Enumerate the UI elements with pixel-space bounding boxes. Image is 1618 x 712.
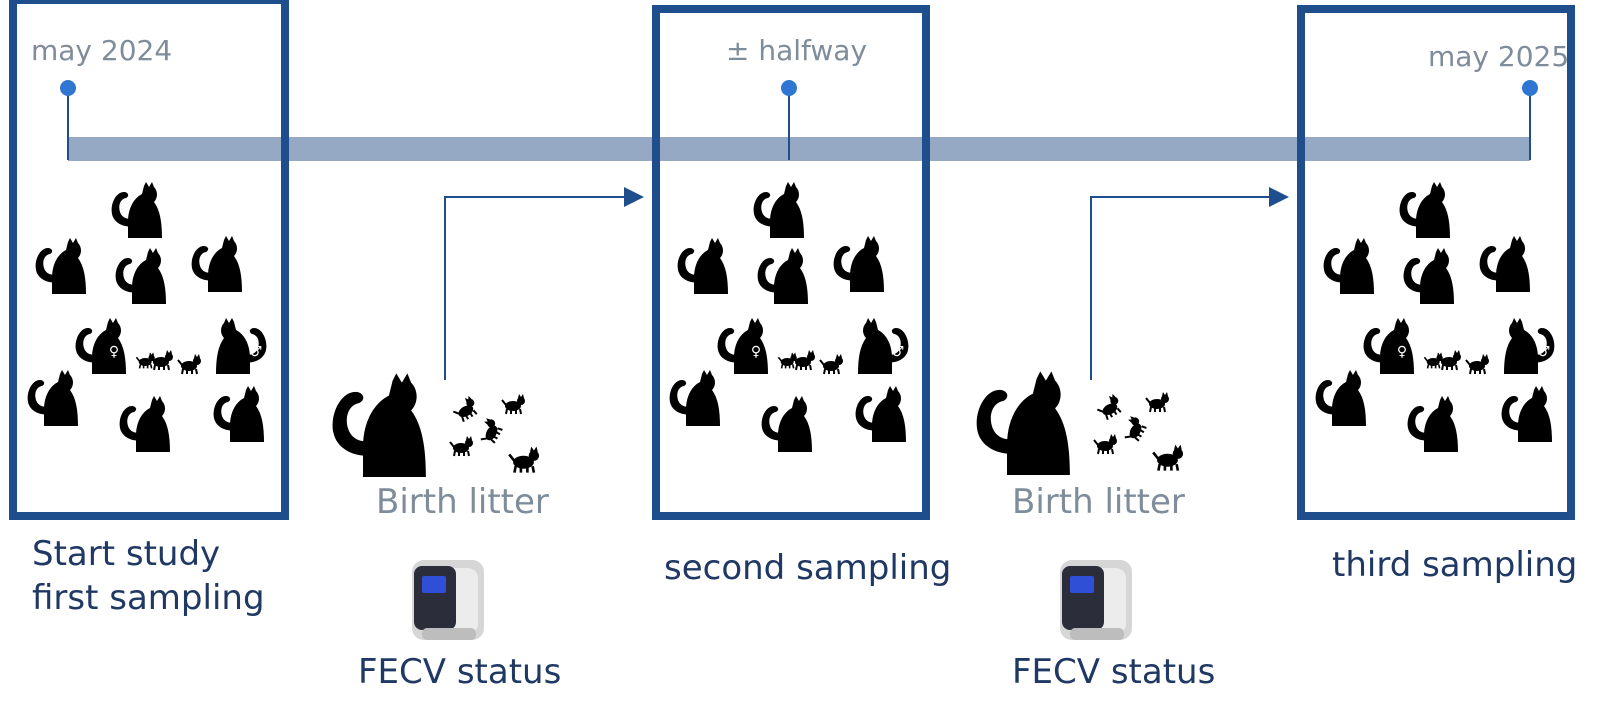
- svg-text:♀: ♀: [1397, 344, 1407, 360]
- fecv-status-label-2: FECV status: [1012, 652, 1216, 692]
- female-cat-icon: ♀: [75, 318, 126, 374]
- sampling-caption-1-line2: first sampling: [32, 578, 265, 618]
- arrow-litter-2: [1090, 187, 1289, 380]
- pcr-device-icon-2: [1060, 560, 1132, 640]
- svg-text:♀: ♀: [109, 344, 119, 360]
- sampling-box-1: [9, 0, 289, 520]
- kittens-icon: [1093, 391, 1185, 472]
- timeline-bar: [68, 137, 1530, 161]
- fecv-status-label-1: FECV status: [358, 652, 562, 692]
- kittens-icon: [449, 393, 541, 474]
- male-cat-icon: ♂: [858, 318, 909, 374]
- svg-text:♂: ♂: [892, 344, 905, 360]
- sampling-caption-2: second sampling: [664, 548, 952, 588]
- svg-text:♂: ♂: [1538, 344, 1551, 360]
- female-cat-icon: ♀: [1363, 318, 1414, 374]
- cat-colony-group-3: ♀ ♂: [1315, 182, 1555, 452]
- svg-text:♂: ♂: [250, 344, 263, 360]
- timeline-pin-start: [60, 80, 76, 96]
- date-label-mid: ± halfway: [726, 34, 868, 67]
- arrow-litter-1: [444, 187, 644, 380]
- female-cat-icon: ♀: [717, 318, 768, 374]
- sampling-caption-3: third sampling: [1332, 545, 1578, 585]
- birth-litter-group-2: [976, 371, 1185, 475]
- mother-cat-icon: [976, 371, 1070, 475]
- sampling-caption-1: Start study first sampling: [32, 532, 265, 620]
- cat-colony-group-1: ♀ ♂: [27, 182, 267, 452]
- birth-litter-label-1: Birth litter: [376, 482, 549, 522]
- birth-litter-group-1: [332, 373, 541, 477]
- male-cat-icon: ♂: [216, 318, 267, 374]
- timeline-pin-mid: [781, 80, 797, 96]
- male-cat-icon: ♂: [1504, 318, 1555, 374]
- svg-text:♀: ♀: [751, 344, 761, 360]
- date-label-start: may 2024: [31, 34, 173, 67]
- date-label-end: may 2025: [1428, 40, 1570, 73]
- sampling-caption-1-line1: Start study: [32, 534, 221, 574]
- timeline-pin-end: [1522, 80, 1538, 96]
- birth-litter-label-2: Birth litter: [1012, 482, 1185, 522]
- pcr-device-icon-1: [412, 560, 484, 640]
- cat-colony-group-2: ♀ ♂: [669, 182, 909, 452]
- sampling-box-2: [652, 5, 930, 520]
- sampling-box-3: [1297, 5, 1575, 520]
- mother-cat-icon: [332, 373, 426, 477]
